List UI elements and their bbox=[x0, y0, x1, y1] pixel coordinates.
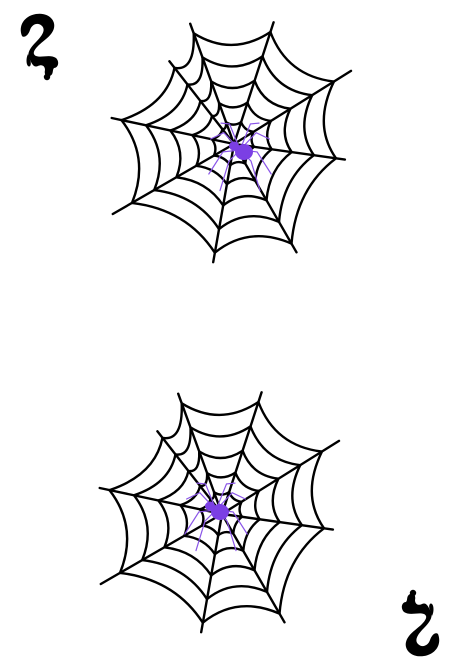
rank-two-drip-icon bbox=[394, 588, 446, 660]
spider-web-icon bbox=[104, 14, 354, 264]
spider-icon bbox=[184, 482, 248, 552]
rank-two-drip-icon bbox=[14, 10, 66, 82]
spider-icon bbox=[208, 122, 272, 192]
spider-web-icon bbox=[98, 391, 354, 646]
